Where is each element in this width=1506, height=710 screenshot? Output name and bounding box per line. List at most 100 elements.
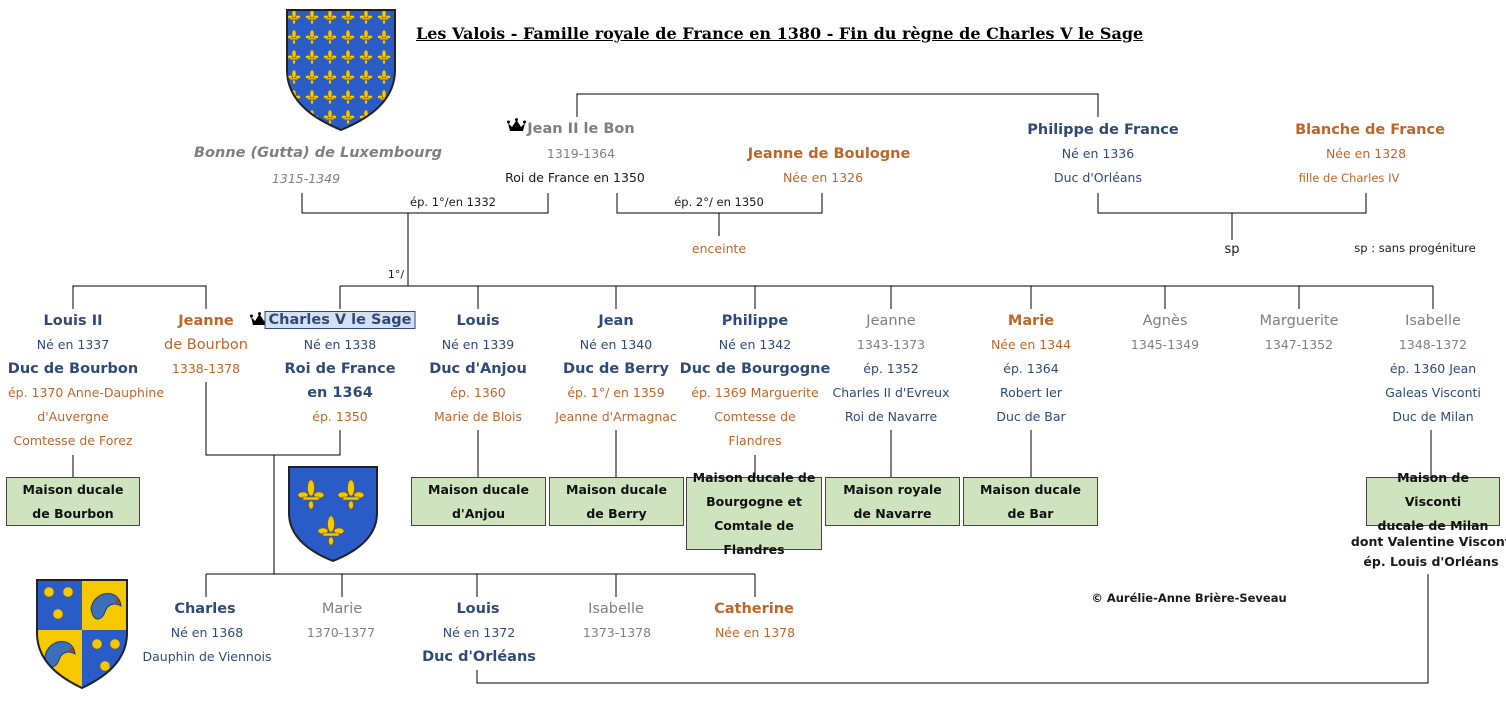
house-bar-line-2: de Bar xyxy=(1007,505,1054,521)
house-berry-line-2: de Berry xyxy=(586,505,647,521)
person-louis-anjou-marriage-2: Marie de Blois xyxy=(433,409,523,424)
person-jeanne-bourbon-dates: 1338-1378 xyxy=(171,361,241,376)
house-box-bourgogne: Maison ducale de Bourgogne et Comtale de F… xyxy=(686,470,822,557)
person-agnes-name: Agnès xyxy=(1142,313,1188,329)
enceinte-label: enceinte xyxy=(691,241,747,256)
person-philippe-bourgogne-marriage-3: Flandres xyxy=(728,433,782,448)
person-louis-orleans-born: Né en 1372 xyxy=(442,625,516,640)
person-jean2-name: Jean II le Bon xyxy=(527,121,635,137)
person-charles5-name: Charles V le Sage xyxy=(264,311,416,329)
person-jean-berry-name: Jean xyxy=(598,313,634,329)
legend-sp: sp : sans progéniture xyxy=(1354,241,1476,255)
person-isabelle-milan-name: Isabelle xyxy=(1405,313,1461,329)
person-philippe-bourgogne-marriage-1: ép. 1369 Marguerite xyxy=(691,385,819,400)
person-jeanne-bourbon-name: Jeanne xyxy=(178,313,234,329)
person-jean-berry-born: Né en 1340 xyxy=(579,337,653,352)
house-visconti-line-1: Maison de Visconti xyxy=(1397,469,1469,509)
dauphin-shield xyxy=(36,579,128,690)
person-jeanne-navarre-dates: 1343-1373 xyxy=(856,337,926,352)
person-jeanne-navarre-marriage-1: ép. 1352 xyxy=(863,361,919,376)
house-anjou-line-1: Maison ducale xyxy=(428,481,529,497)
house-bourgogne-line-1: Maison ducale de xyxy=(692,469,816,485)
person-jeanne-navarre-marriage-2: Charles II d'Evreux xyxy=(832,385,950,400)
person-louis-anjou-name: Louis xyxy=(456,313,500,329)
person-marguerite-name: Marguerite xyxy=(1259,313,1339,329)
person-isabelle-milan-marriage-1: ép. 1360 Jean xyxy=(1389,361,1477,376)
person-jeanne-navarre-marriage-3: Roi de Navarre xyxy=(844,409,938,424)
house-anjou-line-2: d'Anjou xyxy=(451,505,506,521)
person-marie-child-name: Marie xyxy=(321,601,363,617)
person-blanche-born: Née en 1328 xyxy=(1325,146,1407,161)
person-louis2-marriage-1: ép. 1370 Anne-Dauphine xyxy=(7,385,165,400)
person-charles5-marriage: ép. 1350 xyxy=(312,409,368,424)
person-jean2-dates: 1319-1364 xyxy=(546,146,616,161)
person-marie-child-dates: 1370-1377 xyxy=(306,625,376,640)
person-louis2-marriage-2: d'Auvergne xyxy=(37,409,109,424)
person-charles5-title-2: en 1364 xyxy=(307,385,373,401)
person-isabelle-child-name: Isabelle xyxy=(588,601,644,617)
house-box-bar: Maison ducale de Bar xyxy=(963,477,1098,526)
person-charles-dauphin-born: Né en 1368 xyxy=(170,625,244,640)
marriage-label-2: ép. 2°/ en 1350 xyxy=(674,195,764,209)
person-philippe-france-title: Duc d'Orléans xyxy=(1053,170,1143,185)
person-isabelle-child-dates: 1373-1378 xyxy=(582,625,652,640)
sp-label: sp xyxy=(1224,242,1240,257)
house-box-visconti: Maison de Visconti ducale de Milan xyxy=(1366,470,1500,533)
copyright: © Aurélie-Anne Brière-Seveau xyxy=(1091,591,1287,605)
person-marie-bar-name: Marie xyxy=(1007,313,1055,329)
person-catherine-name: Catherine xyxy=(714,601,794,617)
person-jean-berry-marriage-2: Jeanne d'Armagnac xyxy=(555,409,677,424)
person-catherine-born: Née en 1378 xyxy=(714,625,796,640)
house-box-bourbon: Maison ducale de Bourbon xyxy=(6,477,140,526)
house-visconti-line-2: ducale de Milan xyxy=(1377,517,1489,533)
person-louis-anjou-born: Né en 1339 xyxy=(441,337,515,352)
house-box-anjou: Maison ducale d'Anjou xyxy=(411,477,546,526)
person-jeanne-navarre-name: Jeanne xyxy=(866,313,916,329)
person-agnes-dates: 1345-1349 xyxy=(1130,337,1200,352)
house-bourbon-line-2: de Bourbon xyxy=(32,505,114,521)
person-louis-orleans-title: Duc d'Orléans xyxy=(422,649,536,665)
person-charles-dauphin-name: Charles xyxy=(174,601,236,617)
person-louis-anjou-marriage-1: ép. 1360 xyxy=(450,385,506,400)
person-marie-bar-marriage-1: ép. 1364 xyxy=(1003,361,1059,376)
person-isabelle-milan-marriage-2: Galeas Visconti xyxy=(1385,385,1481,400)
person-philippe-bourgogne-title: Duc de Bourgogne xyxy=(679,361,831,377)
person-philippe-bourgogne-born: Né en 1342 xyxy=(718,337,792,352)
person-bonne-dates: 1315-1349 xyxy=(271,171,341,186)
person-louis2-title: Duc de Bourbon xyxy=(7,361,139,377)
person-blanche-note: fille de Charles IV xyxy=(1298,171,1400,185)
person-bonne-name: Bonne (Gutta) de Luxembourg xyxy=(193,145,443,161)
house-bar-line-1: Maison ducale xyxy=(980,481,1081,497)
person-philippe-france-born: Né en 1336 xyxy=(1061,146,1135,161)
person-isabelle-milan-marriage-3: Duc de Milan xyxy=(1392,409,1474,424)
person-louis2-marriage-3: Comtesse de Forez xyxy=(13,433,133,448)
person-philippe-bourgogne-marriage-2: Comtesse de xyxy=(714,409,796,424)
house-berry-line-1: Maison ducale xyxy=(566,481,667,497)
person-marie-bar-marriage-3: Duc de Bar xyxy=(996,409,1066,424)
visconti-note-2: ép. Louis d'Orléans xyxy=(1363,554,1499,569)
chart-title: Les Valois - Famille royale de France en… xyxy=(416,24,1144,43)
house-bourbon-line-1: Maison ducale xyxy=(22,481,124,497)
person-marguerite-dates: 1347-1352 xyxy=(1264,337,1334,352)
house-bourgogne-line-2: Bourgogne et xyxy=(706,493,802,509)
house-box-berry: Maison ducale de Berry xyxy=(549,477,684,526)
person-charles-dauphin-title: Dauphin de Viennois xyxy=(142,649,272,664)
house-navarre-line-1: Maison royale xyxy=(843,481,942,497)
person-charles5-title-1: Roi de France xyxy=(284,361,396,377)
fleur-de-lis-semee-shield xyxy=(286,9,396,132)
house-bourgogne-line-3: Comtale de Flandres xyxy=(714,517,794,557)
person-louis-orleans-name: Louis xyxy=(456,601,500,617)
person-isabelle-milan-dates: 1348-1372 xyxy=(1398,337,1468,352)
person-louis-anjou-title: Duc d'Anjou xyxy=(429,361,527,377)
person-charles5-born: Né en 1338 xyxy=(303,337,377,352)
person-jean2-title: Roi de France en 1350 xyxy=(505,170,645,185)
person-philippe-bourgogne-name: Philippe xyxy=(721,313,789,329)
person-jeanne-boulogne-name: Jeanne de Boulogne xyxy=(747,146,911,162)
crown-icon xyxy=(507,118,526,131)
person-louis2-name: Louis II xyxy=(43,313,103,329)
person-louis2-born: Né en 1337 xyxy=(36,337,110,352)
france-moderne-shield xyxy=(288,466,378,563)
visconti-note-1: dont Valentine Visconti xyxy=(1350,534,1506,549)
